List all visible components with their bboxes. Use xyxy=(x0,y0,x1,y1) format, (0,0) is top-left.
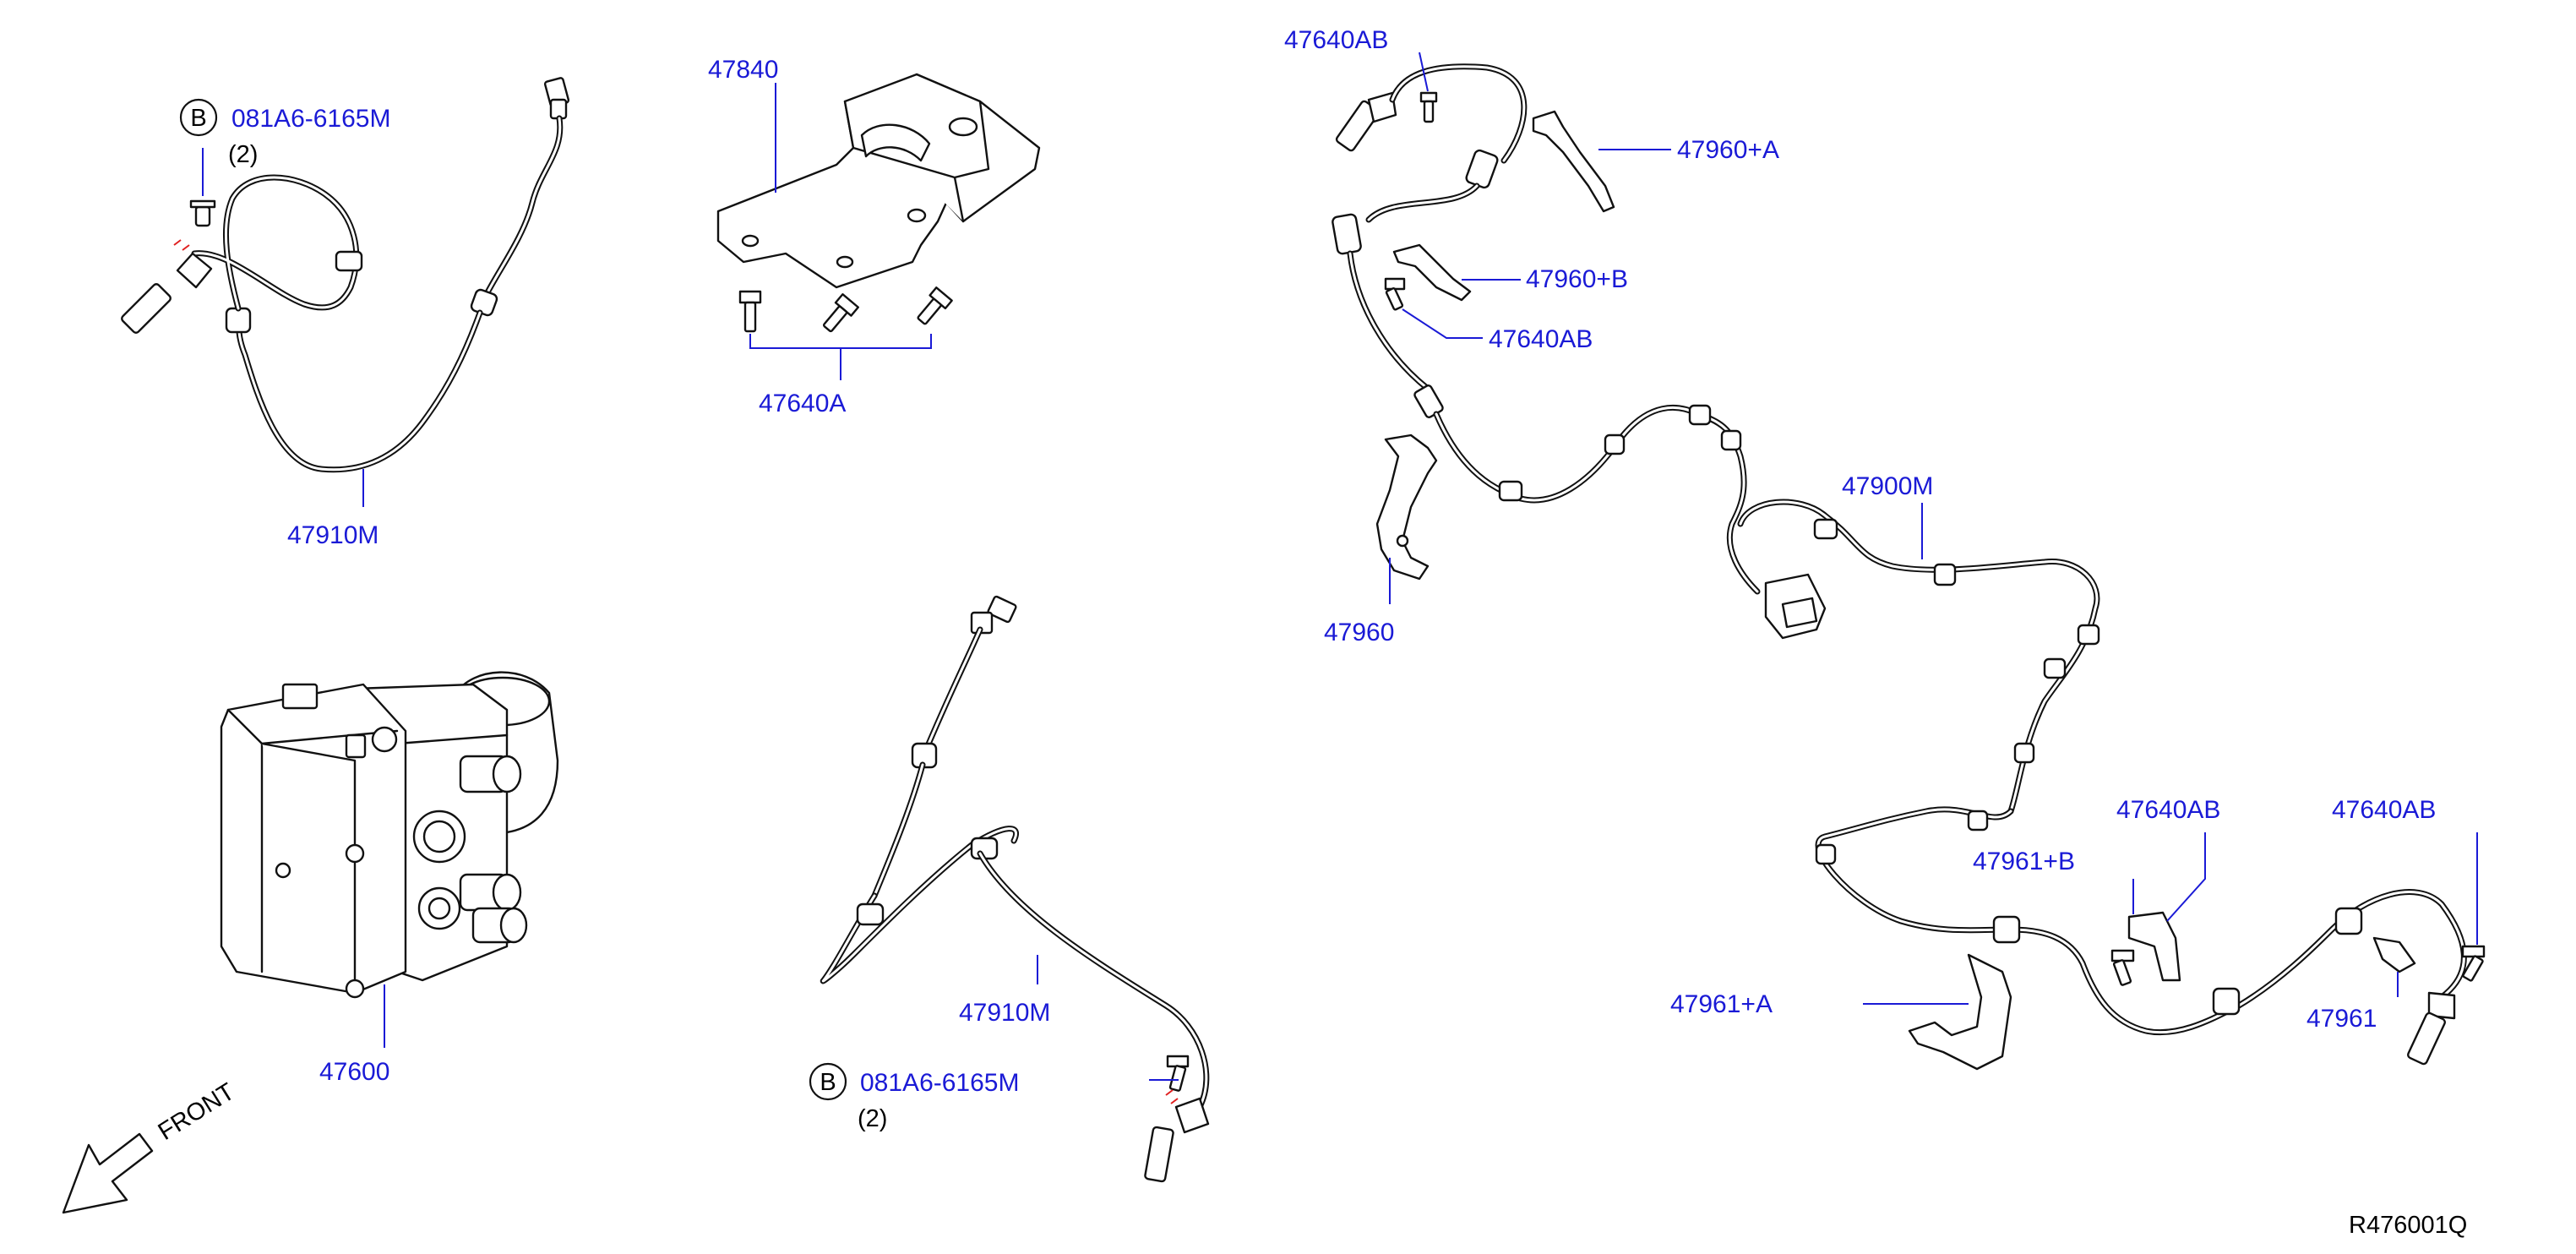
label-bracket-47960b: 47960+B xyxy=(1526,265,1628,293)
leader-bolt-rear-mid xyxy=(1402,308,1483,339)
label-bolt-081a6-top: 081A6-6165M xyxy=(231,105,390,133)
label-bolt-qty-top: (2) xyxy=(228,141,258,168)
reference-b-circle-top xyxy=(179,98,218,137)
front-sensor-right-drawing xyxy=(820,595,1210,1183)
label-harness-47900m: 47900M xyxy=(1842,472,1933,500)
front-arrow-icon xyxy=(62,1132,154,1214)
label-bolt-47640ab-r2: 47640AB xyxy=(2332,796,2436,824)
label-bracket-47961: 47961 xyxy=(2306,1005,2377,1033)
leader-bolts-bracket xyxy=(749,334,932,349)
label-bolt-47640ab-mid: 47640AB xyxy=(1489,325,1593,353)
label-bolt-qty-bottom: (2) xyxy=(858,1105,887,1132)
label-bolts-47640a: 47640A xyxy=(759,390,846,417)
label-drawing-code: R476001Q xyxy=(2349,1212,2467,1239)
label-bracket-47961a: 47961+A xyxy=(1670,990,1773,1018)
leader-bolt-rear-top xyxy=(1419,52,1429,92)
label-bracket-47961b: 47961+B xyxy=(1973,848,2075,875)
label-bolt-47640ab-r1: 47640AB xyxy=(2116,796,2220,824)
label-abs-actuator-47600: 47600 xyxy=(319,1058,389,1086)
abs-bracket-drawing xyxy=(716,73,1041,333)
label-front-direction: FRONT xyxy=(154,1078,240,1146)
front-sensor-left-drawing xyxy=(121,77,570,473)
leader-bolt-rear-r1 xyxy=(2166,832,2206,922)
label-bolt-47640ab-top: 47640AB xyxy=(1284,26,1388,54)
reference-b-letter-bottom: B xyxy=(820,1069,836,1096)
label-bracket-47840: 47840 xyxy=(708,56,778,84)
reference-b-circle-bottom xyxy=(809,1062,847,1101)
rear-harness-drawing xyxy=(1332,63,2486,1071)
reference-b-letter-top: B xyxy=(190,105,206,132)
label-sensor-front-right: 47910M xyxy=(959,999,1050,1027)
abs-actuator-drawing xyxy=(220,671,559,999)
label-bracket-47960a: 47960+A xyxy=(1677,136,1779,164)
label-bracket-47960: 47960 xyxy=(1324,619,1394,646)
label-bolt-081a6-bottom: 081A6-6165M xyxy=(860,1069,1019,1097)
label-sensor-front-left: 47910M xyxy=(287,521,379,549)
